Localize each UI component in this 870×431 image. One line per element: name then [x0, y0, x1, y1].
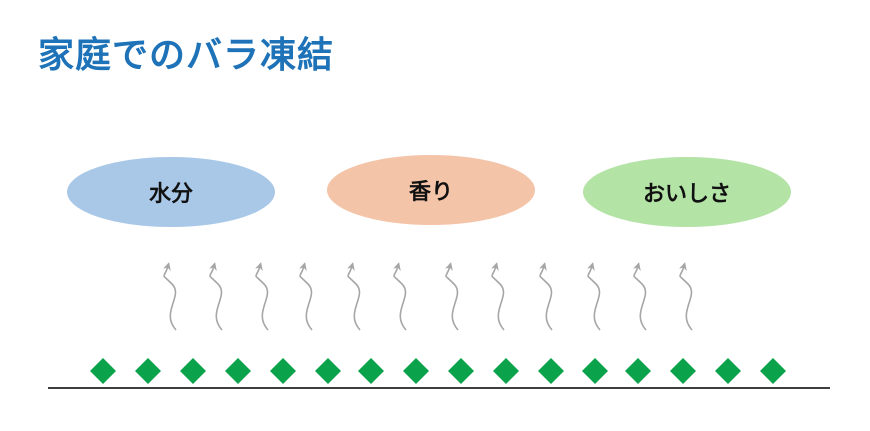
- rising-arrow: [393, 262, 407, 331]
- rising-arrow: [163, 262, 177, 331]
- ellipse-label: おいしさ: [642, 182, 731, 207]
- ellipse-aroma: 香り: [327, 155, 535, 225]
- green-diamond: [715, 358, 741, 384]
- diamond-row: [90, 358, 786, 384]
- rising-arrow: [299, 262, 313, 331]
- rising-arrow: [347, 262, 361, 331]
- rising-arrow: [255, 262, 269, 331]
- rising-arrow: [491, 262, 505, 331]
- green-diamond: [90, 358, 116, 384]
- green-diamond: [760, 358, 786, 384]
- green-diamond: [403, 358, 429, 384]
- green-diamond: [225, 358, 251, 384]
- green-diamond: [493, 358, 519, 384]
- green-diamond: [670, 358, 696, 384]
- rising-arrow: [539, 262, 553, 331]
- rising-arrow: [209, 262, 223, 331]
- rising-arrow: [679, 262, 693, 331]
- green-diamond: [180, 358, 206, 384]
- ellipse-label: 香り: [408, 180, 453, 205]
- green-diamond: [448, 358, 474, 384]
- ellipse-water: 水分: [67, 157, 275, 227]
- rising-arrow: [445, 262, 459, 331]
- rising-arrow: [587, 262, 601, 331]
- green-diamond: [358, 358, 384, 384]
- green-diamond: [625, 358, 651, 384]
- green-diamond: [135, 358, 161, 384]
- green-diamond: [582, 358, 608, 384]
- rising-arrows: [163, 262, 693, 331]
- green-diamond: [270, 358, 296, 384]
- rising-arrow: [633, 262, 647, 331]
- ellipse-label: 水分: [148, 182, 193, 207]
- green-diamond: [538, 358, 564, 384]
- page-title: 家庭でのバラ凍結: [38, 35, 335, 76]
- ellipse-taste: おいしさ: [583, 157, 791, 227]
- green-diamond: [315, 358, 341, 384]
